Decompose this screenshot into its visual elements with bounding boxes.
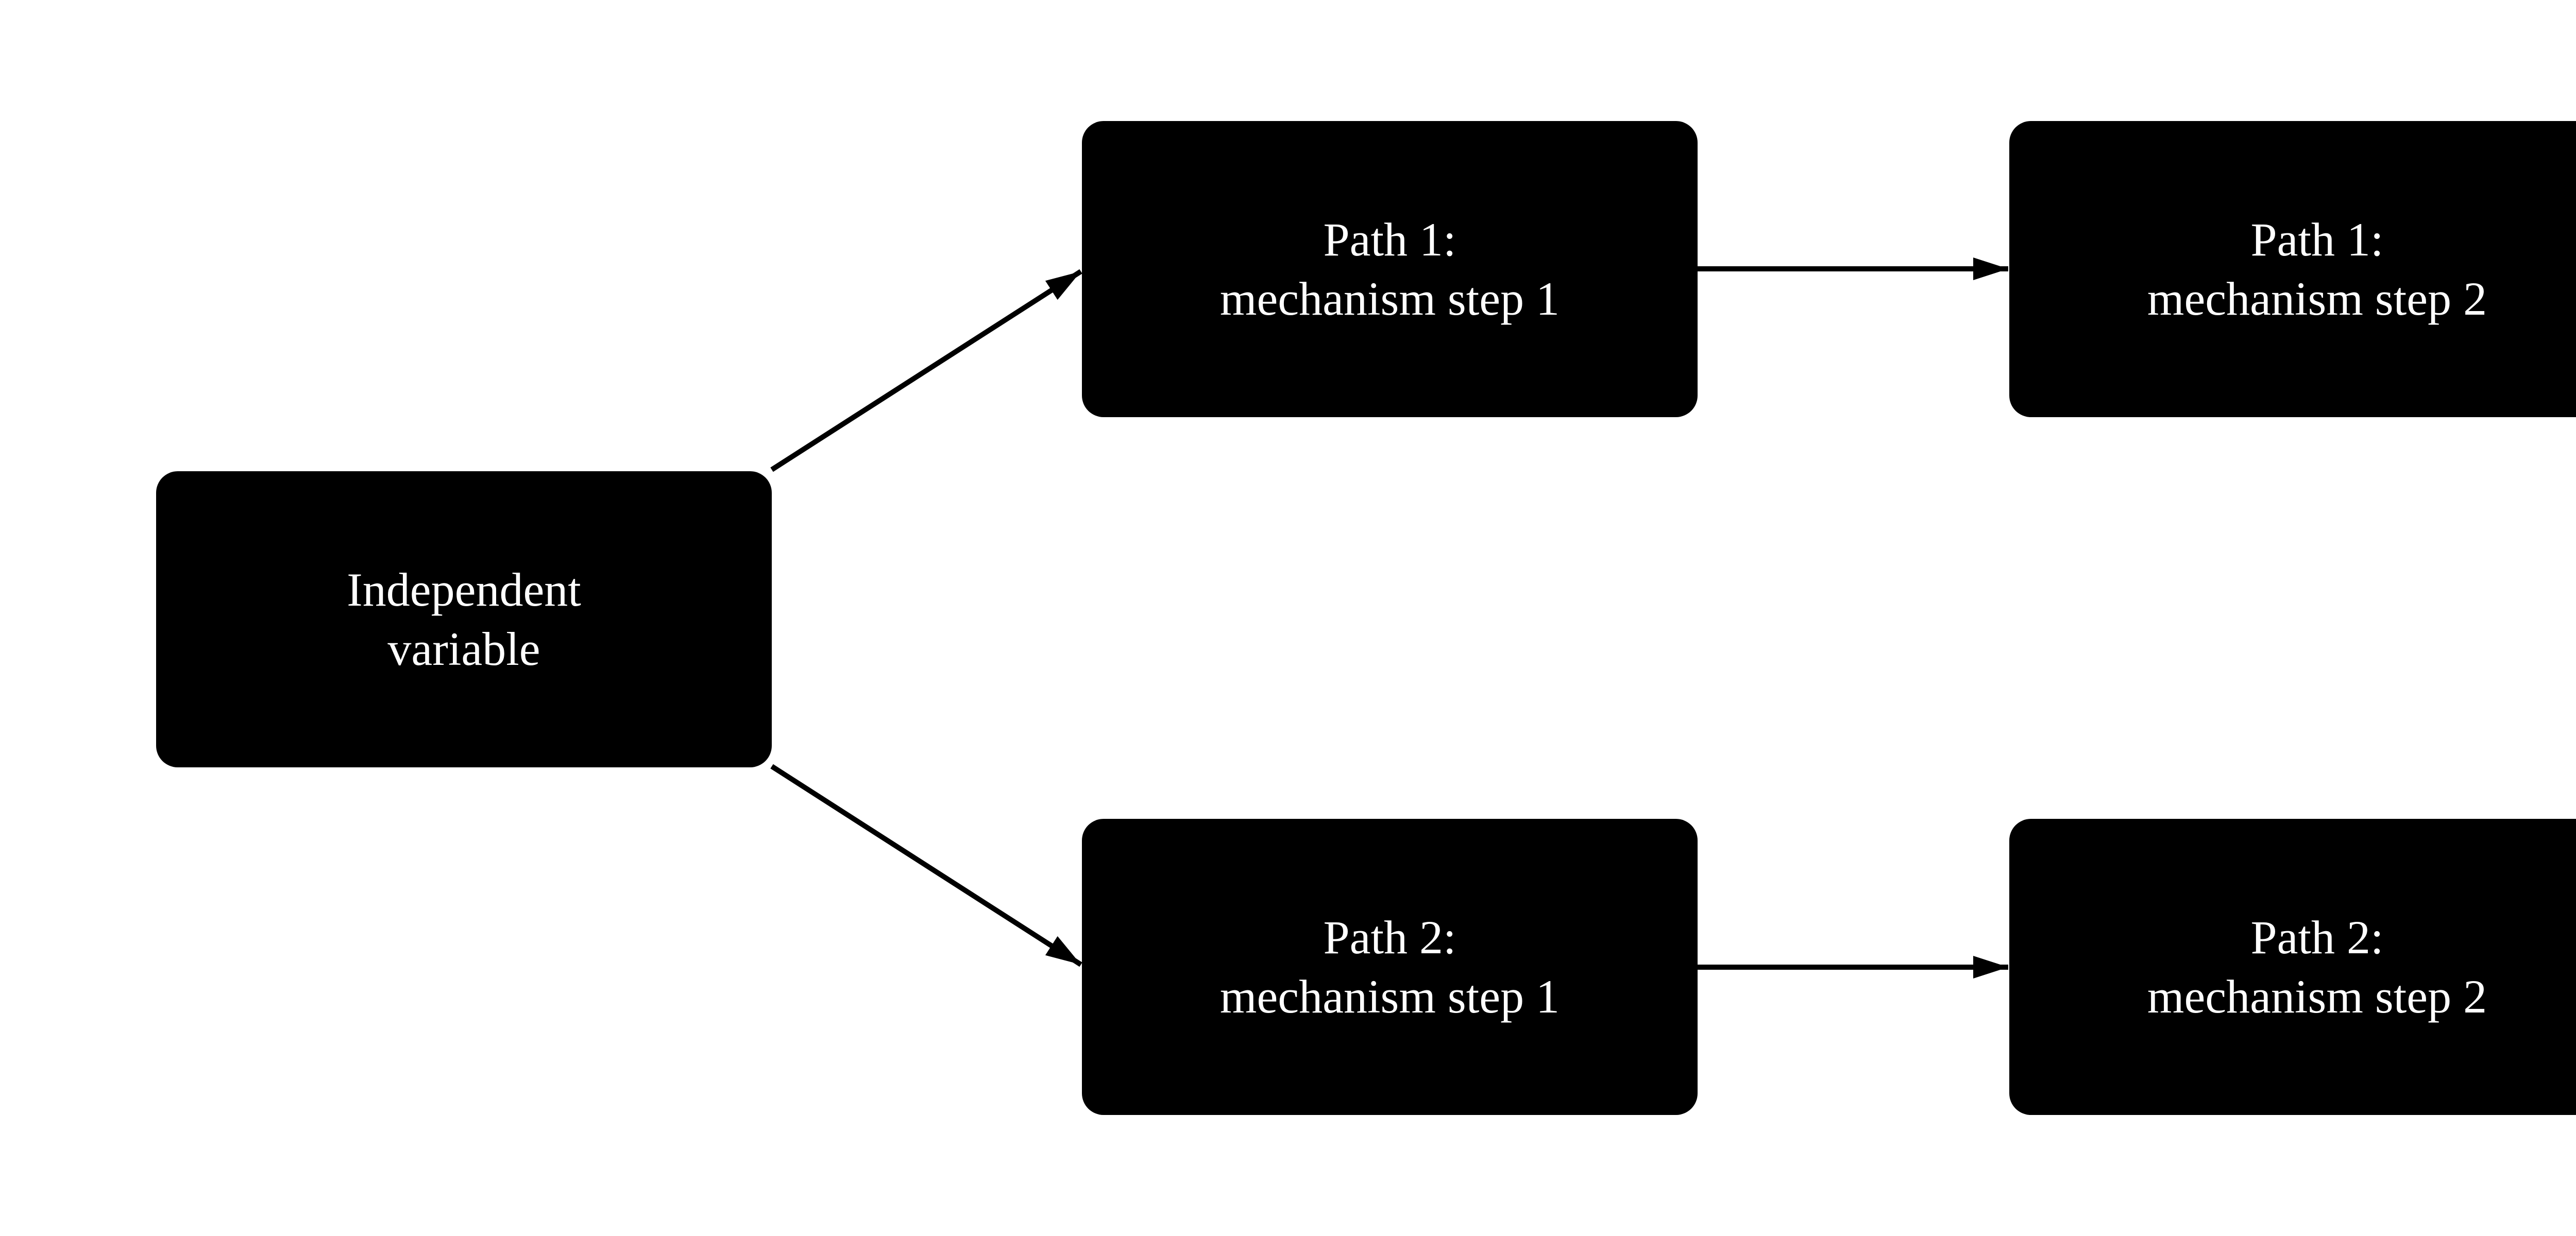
node-path1-step2: Path 1: mechanism step 2	[2009, 121, 2576, 417]
node-independent-variable: Independent variable	[156, 471, 772, 767]
node-independent-variable-label: Independent variable	[347, 563, 581, 675]
node-path2-step2: Path 2: mechanism step 2	[2009, 819, 2576, 1115]
node-path2-step1: Path 2: mechanism step 1	[1082, 819, 1698, 1115]
node-path2-step1-label: Path 2: mechanism step 1	[1219, 911, 1560, 1023]
node-path1-step1: Path 1: mechanism step 1	[1082, 121, 1698, 417]
edge-independent-to-path2-step1	[770, 764, 1082, 967]
node-path1-step1-label: Path 1: mechanism step 1	[1219, 213, 1560, 325]
node-path1-step2-label: Path 1: mechanism step 2	[2147, 213, 2487, 325]
node-path2-step2-label: Path 2: mechanism step 2	[2147, 911, 2487, 1023]
edge-independent-to-path1-step1	[770, 269, 1082, 472]
